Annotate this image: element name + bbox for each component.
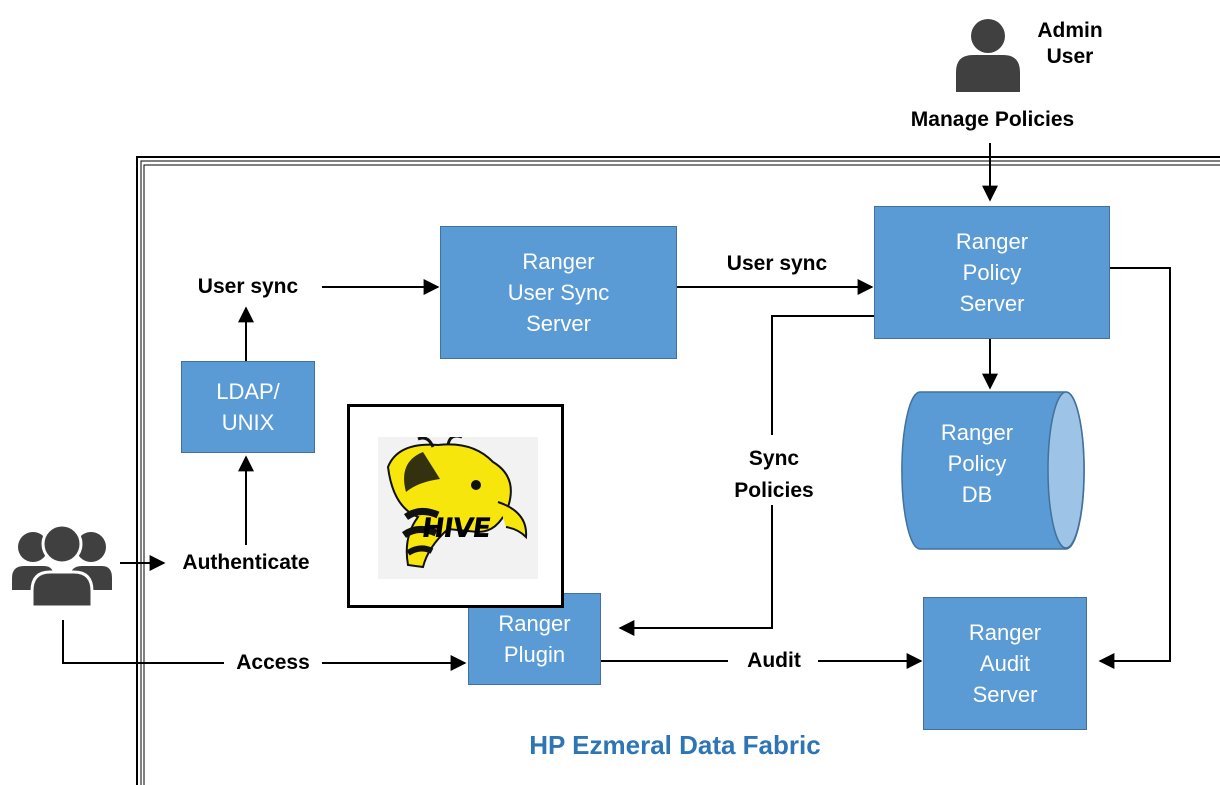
- users-group-icon: [12, 523, 112, 609]
- hive-bee-logo: [378, 434, 538, 579]
- policy-server-line-1: Ranger: [955, 229, 1029, 254]
- policy-server-line-3: Server: [959, 291, 1025, 316]
- hive-logo-text: HIVE: [419, 513, 493, 544]
- authenticate-label: Authenticate: [182, 551, 310, 574]
- db-line-1: Ranger: [940, 420, 1014, 445]
- sync-policies-line-1: Sync: [748, 447, 800, 470]
- db-line-2: Policy: [947, 451, 1007, 476]
- arrow-sync-policies-to-plugin: [618, 505, 773, 636]
- user-sync-label-left: User sync: [197, 275, 299, 298]
- admin-user-label: Admin User: [1025, 18, 1115, 70]
- sync-policies-label: Sync Policies: [724, 443, 824, 507]
- ldap-unix-box: LDAP/ UNIX: [181, 361, 315, 453]
- usersync-line-3: Server: [526, 311, 591, 336]
- audit-server-line-2: Audit: [979, 651, 1031, 676]
- ranger-usersync-server-box: Ranger User Sync Server: [440, 226, 677, 359]
- fabric-boundary: [136, 156, 1220, 785]
- policy-server-line-2: Policy: [962, 260, 1022, 285]
- sync-policies-line-2: Policies: [734, 479, 814, 502]
- plugin-line-1: Ranger: [498, 611, 571, 636]
- manage-policies-label: Manage Policies: [910, 108, 1075, 131]
- user-sync-label-right: User sync: [726, 252, 828, 275]
- audit-label: Audit: [747, 649, 801, 672]
- ldap-line-1: LDAP/: [216, 379, 280, 404]
- platform-name-label: HP Ezmeral Data Fabric: [529, 730, 821, 760]
- usersync-line-1: Ranger: [522, 249, 595, 274]
- hive-bee-icon: [386, 434, 528, 569]
- db-line-3: DB: [961, 482, 993, 507]
- ranger-policy-server-box: Ranger Policy Server: [874, 206, 1110, 339]
- policy-db-cylinder: [901, 391, 1085, 550]
- ldap-line-2: UNIX: [221, 410, 275, 435]
- audit-server-line-3: Server: [972, 682, 1038, 707]
- plugin-line-2: Plugin: [503, 642, 566, 667]
- hive-logo-frame: HIVE: [347, 404, 564, 608]
- ranger-plugin-box: Ranger Plugin: [468, 593, 601, 685]
- arrow-users-access-path: [62, 620, 224, 664]
- policy-db-label: Ranger Policy DB: [902, 417, 1052, 510]
- audit-server-line-1: Ranger: [968, 620, 1042, 645]
- admin-label-line-2: User: [1046, 45, 1094, 68]
- arrow-sync-policies-path-top: [771, 315, 874, 435]
- usersync-line-2: User Sync: [507, 280, 610, 305]
- arrow-policy-to-audit: [1098, 267, 1171, 669]
- access-label: Access: [236, 651, 310, 674]
- ranger-audit-server-box: Ranger Audit Server: [923, 597, 1087, 730]
- person-icon: [956, 19, 1020, 92]
- admin-label-line-1: Admin: [1037, 19, 1103, 42]
